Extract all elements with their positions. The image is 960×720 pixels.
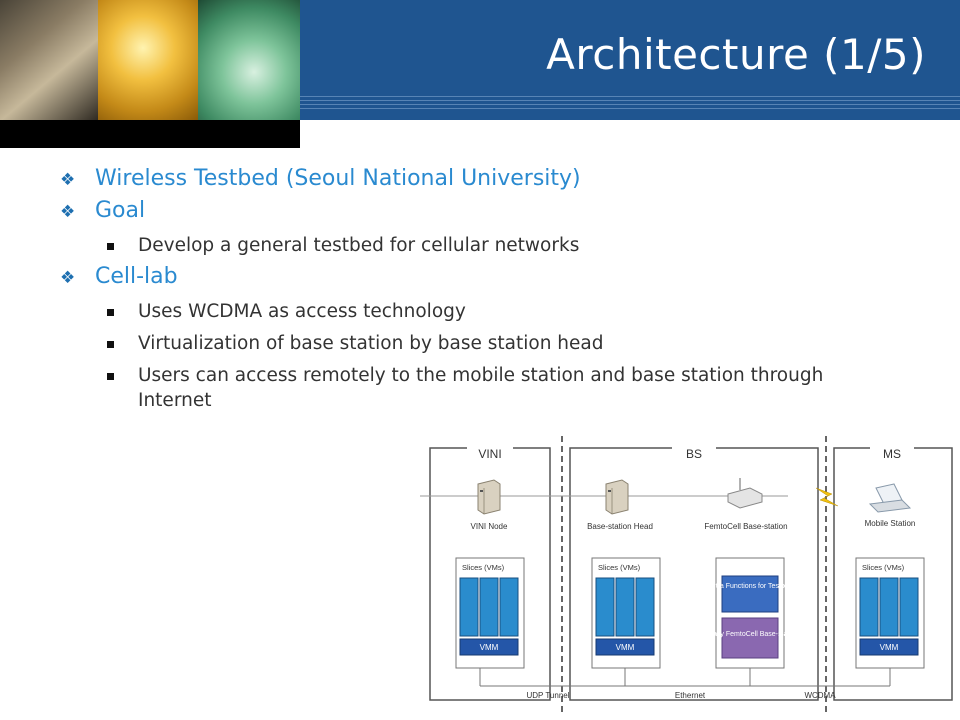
square-bullet-icon (107, 341, 114, 348)
bullet-level1: ❖ Cell-lab (60, 262, 880, 292)
diamond-bullet-icon: ❖ (60, 170, 76, 190)
bullet-text: Virtualization of base station by base s… (138, 333, 604, 354)
ethernet-label: Ethernet (675, 691, 706, 700)
bullet-text: Goal (95, 198, 146, 223)
header-decor-lines (300, 96, 960, 114)
bullet-level2: Develop a general testbed for cellular n… (60, 233, 880, 258)
femtocell-label: FemtoCell Base-station (704, 522, 787, 531)
zone-vini-label: VINI (478, 447, 501, 461)
diamond-bullet-icon: ❖ (60, 202, 76, 222)
bullet-level2: Users can access remotely to the mobile … (60, 363, 880, 413)
svg-text:Slices (VMs): Slices (VMs) (598, 563, 641, 572)
bs-head-server-icon (605, 479, 629, 515)
bs-slices-box: Slices (VMs) VMM (591, 557, 661, 669)
svg-text:Slices (VMs): Slices (VMs) (862, 563, 905, 572)
bullet-level2: Virtualization of base station by base s… (60, 331, 880, 356)
header-black-bar (0, 120, 300, 148)
square-bullet-icon (107, 309, 114, 316)
vini-node-label: VINI Node (471, 522, 508, 531)
square-bullet-icon (107, 373, 114, 380)
bs-head-label: Base-station Head (587, 522, 653, 531)
femtocell-functions-box: Extra Functions for Testbed Legacy Femto… (701, 557, 799, 669)
zone-bs-label: BS (686, 447, 702, 461)
laptop-icon (868, 483, 912, 513)
bullet-level1: ❖ Wireless Testbed (Seoul National Univer… (60, 164, 880, 194)
legacy-femtocell-label: Legacy FemtoCell Base-station (701, 631, 798, 638)
square-bullet-icon (107, 243, 114, 250)
slide-title: Architecture (1/5) (546, 30, 926, 79)
wireless-link-icon (815, 487, 839, 507)
bullet-text: Users can access remotely to the mobile … (138, 365, 824, 411)
bullet-text: Cell-lab (95, 264, 178, 289)
svg-text:VMM: VMM (480, 643, 499, 652)
svg-text:VMM: VMM (616, 643, 635, 652)
svg-text:Slices (VMs): Slices (VMs) (462, 563, 505, 572)
bullet-level2: Uses WCDMA as access technology (60, 299, 880, 324)
handwriting-photo (0, 0, 98, 120)
diamond-bullet-icon: ❖ (60, 268, 76, 288)
keyboard-photo (98, 0, 198, 120)
bullet-text: Uses WCDMA as access technology (138, 301, 466, 322)
bullet-text: Wireless Testbed (Seoul National Univers… (95, 166, 581, 191)
vini-slices-box: Slices (VMs) VMM (455, 557, 525, 669)
architecture-diagram: VINI BS MS VINI Node Base-station Head F… (420, 428, 960, 720)
femtocell-router-icon (727, 478, 763, 509)
wcdma-label: WCDMA (804, 691, 836, 700)
mobile-station-label: Mobile Station (865, 519, 916, 528)
bullet-list: ❖ Wireless Testbed (Seoul National Univer… (60, 162, 880, 417)
zone-ms-label: MS (883, 447, 901, 461)
mouse-photo (198, 0, 300, 120)
svg-text:VMM: VMM (880, 643, 899, 652)
vini-server-icon (477, 479, 501, 515)
udp-tunnel-label: UDP Tunnel (527, 691, 570, 700)
bullet-level1: ❖ Goal (60, 196, 880, 226)
bullet-text: Develop a general testbed for cellular n… (138, 235, 580, 256)
slide-header: Architecture (1/5) (0, 0, 960, 120)
ms-slices-box: Slices (VMs) VMM (855, 557, 925, 669)
extra-functions-label: Extra Functions for Testbed (707, 583, 792, 590)
